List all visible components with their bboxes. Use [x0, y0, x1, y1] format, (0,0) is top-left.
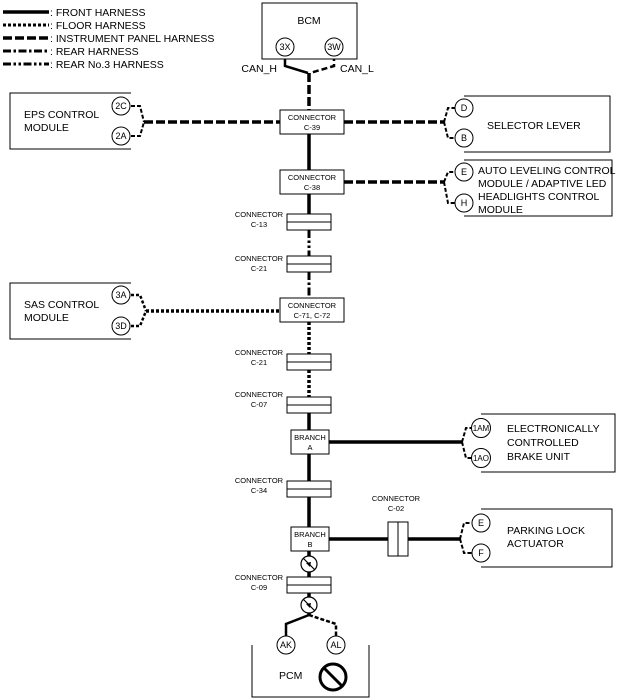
c71-label-2: C-71, C-72 — [294, 311, 331, 320]
auto-leveling-pin-h: H — [461, 198, 468, 208]
connector-c21-upper: CONNECTOR C-21 — [235, 254, 332, 273]
can-l-label: CAN_L — [340, 63, 374, 75]
c07-label-1: CONNECTOR — [235, 390, 284, 399]
parking-lock-actuator: PARKING LOCK ACTUATOR E F — [471, 508, 613, 568]
c34-label-1: CONNECTOR — [235, 476, 284, 485]
c21b-label-2: C-21 — [251, 358, 267, 367]
no-disassemble-icon — [300, 555, 318, 573]
auto-leveling-pin-e: E — [461, 167, 467, 177]
bcm-pin-3x: 3X — [279, 42, 290, 52]
harness-wires — [131, 55, 472, 636]
c39-label-2: C-39 — [304, 123, 320, 132]
no-entry-icon — [318, 662, 348, 692]
branch-a-label-2: A — [307, 443, 312, 452]
pcm-module: PCM AK AL — [251, 635, 370, 698]
c21a-label-2: C-21 — [251, 264, 267, 273]
branch-b-label-1: BRANCH — [294, 530, 326, 539]
selector-label: SELECTOR LEVER — [487, 120, 581, 132]
connector-c38: CONNECTOR C-38 — [279, 169, 345, 195]
connector-c39: CONNECTOR C-39 — [279, 109, 345, 135]
connector-c07: CONNECTOR C-07 — [235, 390, 332, 414]
c13-label-2: C-13 — [251, 220, 267, 229]
auto-leveling-label-2: MODULE / ADAPTIVE LED — [478, 178, 607, 190]
electronically-controlled-brake-unit: ELECTRONICALLY CONTROLLED BRAKE UNIT 1AM… — [471, 413, 616, 473]
c38-label-1: CONNECTOR — [288, 173, 337, 182]
eps-pin-2a: 2A — [115, 131, 126, 141]
eps-control-module: EPS CONTROL MODULE 2C 2A — [9, 92, 131, 150]
ecbu-label-2: CONTROLLED — [507, 437, 579, 449]
sas-pin-3a: 3A — [115, 290, 126, 300]
can-h-label: CAN_H — [241, 63, 277, 75]
pcm-title: PCM — [279, 670, 302, 682]
sas-pin-3d: 3D — [115, 321, 127, 331]
legend: : FRONT HARNESS : FLOOR HARNESS : INSTRU… — [3, 7, 214, 71]
legend-floor: : FLOOR HARNESS — [50, 20, 146, 32]
c38-label-2: C-38 — [304, 183, 320, 192]
connector-c21-lower: CONNECTOR C-21 — [235, 348, 332, 371]
c07-label-2: C-07 — [251, 400, 267, 409]
c21a-label-1: CONNECTOR — [235, 254, 284, 263]
connector-c09: CONNECTOR C-09 — [235, 573, 332, 594]
c02-label-2: C-02 — [388, 504, 404, 513]
c13-label-1: CONNECTOR — [235, 210, 284, 219]
branch-b-label-2: B — [307, 540, 312, 549]
pcm-pin-al: AL — [330, 640, 341, 650]
c09-label-1: CONNECTOR — [235, 573, 284, 582]
c39-label-1: CONNECTOR — [288, 113, 337, 122]
connector-c02: CONNECTOR C-02 — [372, 494, 421, 557]
pcm-pin-ak: AK — [280, 640, 292, 650]
branch-a: BRANCH A — [290, 429, 330, 455]
c34-label-2: C-34 — [251, 486, 267, 495]
ecbu-label-1: ELECTRONICALLY — [507, 423, 600, 435]
legend-rear: : REAR HARNESS — [50, 46, 139, 58]
parking-label-2: ACTUATOR — [507, 538, 564, 550]
legend-instrument-panel: : INSTRUMENT PANEL HARNESS — [50, 33, 214, 45]
selector-pin-d: D — [461, 103, 468, 113]
branch-b: BRANCH B — [290, 526, 330, 552]
c71-label-1: CONNECTOR — [288, 301, 337, 310]
parking-pin-e: E — [478, 518, 484, 528]
bcm-title: BCM — [297, 15, 320, 27]
branch-a-label-1: BRANCH — [294, 433, 326, 442]
auto-leveling-label-3: HEADLIGHTS CONTROL — [478, 191, 600, 203]
bcm-pin-3w: 3W — [327, 42, 341, 52]
sas-label-2: MODULE — [24, 312, 69, 324]
legend-rear-no3: : REAR No.3 HARNESS — [50, 59, 164, 71]
sas-label-1: SAS CONTROL — [24, 299, 99, 311]
auto-leveling-module: AUTO LEVELING CONTROL MODULE / ADAPTIVE … — [454, 159, 616, 217]
no-disassemble-icon — [300, 596, 318, 614]
parking-label-1: PARKING LOCK — [507, 525, 585, 537]
connector-c71-c72: CONNECTOR C-71, C-72 — [279, 297, 345, 323]
ecbu-pin-1am: 1AM — [473, 424, 490, 433]
connector-c13: CONNECTOR C-13 — [235, 210, 332, 231]
legend-front: : FRONT HARNESS — [50, 7, 145, 19]
eps-label-1: EPS CONTROL — [24, 109, 99, 121]
c21b-label-1: CONNECTOR — [235, 348, 284, 357]
auto-leveling-label-4: MODULE — [478, 204, 523, 216]
connector-c34: CONNECTOR C-34 — [235, 476, 332, 498]
bcm-module: BCM 3X 3W CAN_H CAN_L — [241, 2, 374, 75]
ecbu-pin-1ao: 1AO — [473, 454, 489, 463]
sas-control-module: SAS CONTROL MODULE 3A 3D — [9, 282, 131, 340]
selector-lever-module: SELECTOR LEVER D B — [454, 95, 611, 153]
selector-pin-b: B — [461, 133, 467, 143]
eps-pin-2c: 2C — [115, 101, 127, 111]
c09-label-2: C-09 — [251, 583, 267, 592]
auto-leveling-label-1: AUTO LEVELING CONTROL — [478, 165, 616, 177]
c02-label-1: CONNECTOR — [372, 494, 421, 503]
ecbu-label-3: BRAKE UNIT — [507, 451, 571, 463]
eps-label-2: MODULE — [24, 122, 69, 134]
parking-pin-f: F — [478, 548, 484, 558]
